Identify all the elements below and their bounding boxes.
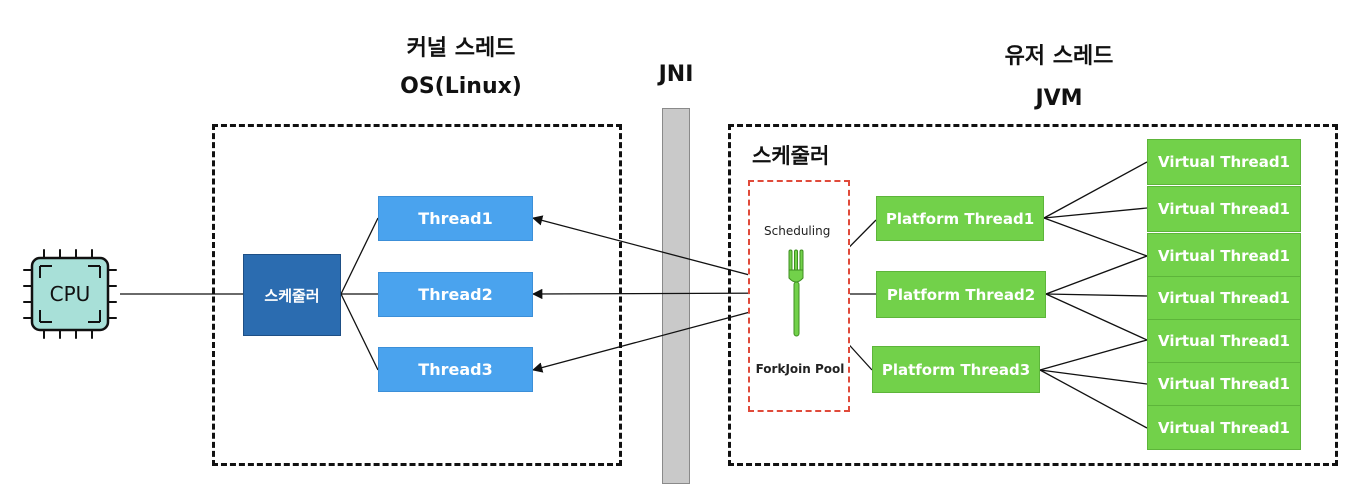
- user-thread-heading: 유저 스레드: [1004, 44, 1114, 69]
- cpu-label: CPU: [49, 282, 91, 306]
- jni-heading: JNI: [658, 62, 694, 87]
- virtual-thread-2: Virtual Thread1: [1147, 186, 1301, 232]
- fork-icon: [788, 249, 804, 337]
- kernel-thread-2: Thread2: [378, 272, 533, 317]
- scheduling-label: Scheduling: [764, 224, 831, 238]
- platform-thread-2: Platform Thread2: [876, 271, 1046, 318]
- virtual-thread-7: Virtual Thread1: [1147, 405, 1301, 450]
- platform-thread-1: Platform Thread1: [876, 196, 1044, 241]
- virtual-thread-6: Virtual Thread1: [1147, 362, 1301, 406]
- cpu-chip-icon: [23, 249, 117, 339]
- virtual-thread-5: Virtual Thread1: [1147, 319, 1301, 363]
- jvm-scheduler-label: 스케줄러: [752, 144, 830, 168]
- kernel-thread-heading: 커널 스레드: [406, 36, 516, 61]
- kernel-thread-1: Thread1: [378, 196, 533, 241]
- platform-thread-3: Platform Thread3: [872, 346, 1040, 393]
- jvm-heading: JVM: [1035, 86, 1083, 111]
- kernel-scheduler-box: 스케줄러: [243, 254, 341, 336]
- virtual-thread-4: Virtual Thread1: [1147, 276, 1301, 320]
- virtual-thread-3: Virtual Thread1: [1147, 233, 1301, 279]
- forkjoin-pool-label: ForkJoin Pool: [755, 362, 845, 376]
- os-linux-heading: OS(Linux): [400, 74, 522, 99]
- virtual-thread-1: Virtual Thread1: [1147, 139, 1301, 185]
- kernel-thread-3: Thread3: [378, 347, 533, 392]
